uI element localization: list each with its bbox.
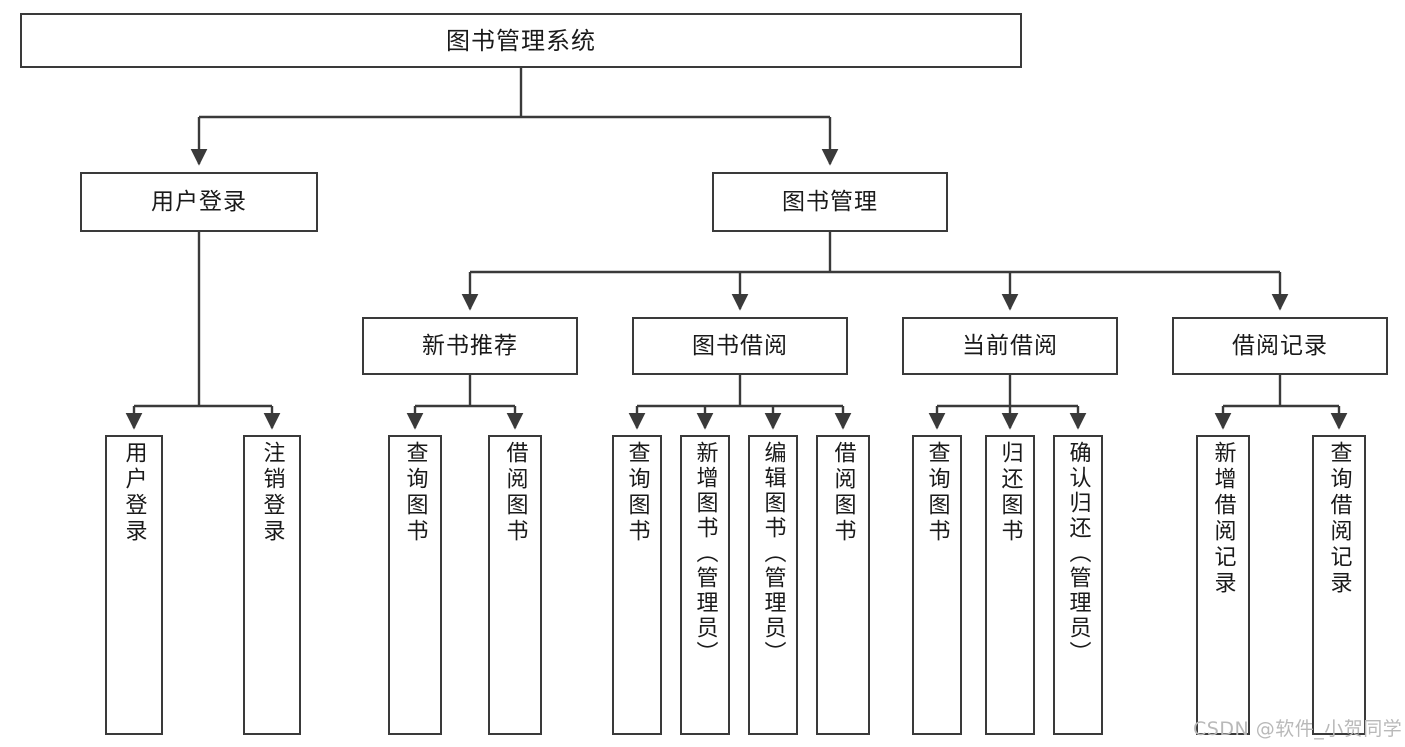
node-book-borrow[interactable]: 图书借阅 [632, 317, 848, 375]
node-leaf-add-record[interactable]: 新增借阅记录 [1196, 435, 1250, 735]
node-leaf-query-book-2[interactable]: 查询图书 [612, 435, 662, 735]
node-leaf-edit-book[interactable]: 编辑图书（管理员） [748, 435, 798, 735]
node-leaf-query-record-label: 查询借阅记录 [1326, 441, 1352, 597]
node-leaf-borrow-book-1-label: 借阅图书 [502, 441, 528, 545]
node-leaf-add-record-label: 新增借阅记录 [1210, 441, 1236, 597]
node-book-borrow-label: 图书借阅 [692, 332, 788, 359]
node-leaf-add-book[interactable]: 新增图书（管理员） [680, 435, 730, 735]
node-leaf-borrow-book-2[interactable]: 借阅图书 [816, 435, 870, 735]
node-borrow-record-label: 借阅记录 [1232, 332, 1328, 359]
node-leaf-logout-label: 注销登录 [259, 441, 285, 545]
node-current-borrow[interactable]: 当前借阅 [902, 317, 1118, 375]
node-leaf-logout[interactable]: 注销登录 [243, 435, 301, 735]
node-leaf-query-book-3-label: 查询图书 [924, 441, 950, 545]
node-leaf-query-record[interactable]: 查询借阅记录 [1312, 435, 1366, 735]
node-leaf-borrow-book-2-label: 借阅图书 [830, 441, 856, 545]
node-leaf-return-book-label: 归还图书 [997, 441, 1023, 545]
node-leaf-user-login-label: 用户登录 [121, 441, 147, 545]
node-leaf-query-book-1-label: 查询图书 [402, 441, 428, 545]
node-leaf-confirm-return-label: 确认归还（管理员） [1065, 441, 1091, 666]
node-leaf-return-book[interactable]: 归还图书 [985, 435, 1035, 735]
node-book-manage-label: 图书管理 [782, 188, 878, 215]
node-leaf-confirm-return[interactable]: 确认归还（管理员） [1053, 435, 1103, 735]
node-borrow-record[interactable]: 借阅记录 [1172, 317, 1388, 375]
node-book-manage[interactable]: 图书管理 [712, 172, 948, 232]
node-leaf-borrow-book-1[interactable]: 借阅图书 [488, 435, 542, 735]
node-leaf-user-login[interactable]: 用户登录 [105, 435, 163, 735]
node-root-label: 图书管理系统 [446, 26, 596, 55]
node-leaf-query-book-1[interactable]: 查询图书 [388, 435, 442, 735]
node-leaf-add-book-label: 新增图书（管理员） [692, 441, 718, 666]
node-new-book-recommend-label: 新书推荐 [422, 332, 518, 359]
node-current-borrow-label: 当前借阅 [962, 332, 1058, 359]
node-user-login-label: 用户登录 [151, 188, 247, 215]
node-user-login[interactable]: 用户登录 [80, 172, 318, 232]
node-new-book-recommend[interactable]: 新书推荐 [362, 317, 578, 375]
node-leaf-edit-book-label: 编辑图书（管理员） [760, 441, 786, 666]
node-leaf-query-book-3[interactable]: 查询图书 [912, 435, 962, 735]
node-leaf-query-book-2-label: 查询图书 [624, 441, 650, 545]
node-root[interactable]: 图书管理系统 [20, 13, 1022, 68]
